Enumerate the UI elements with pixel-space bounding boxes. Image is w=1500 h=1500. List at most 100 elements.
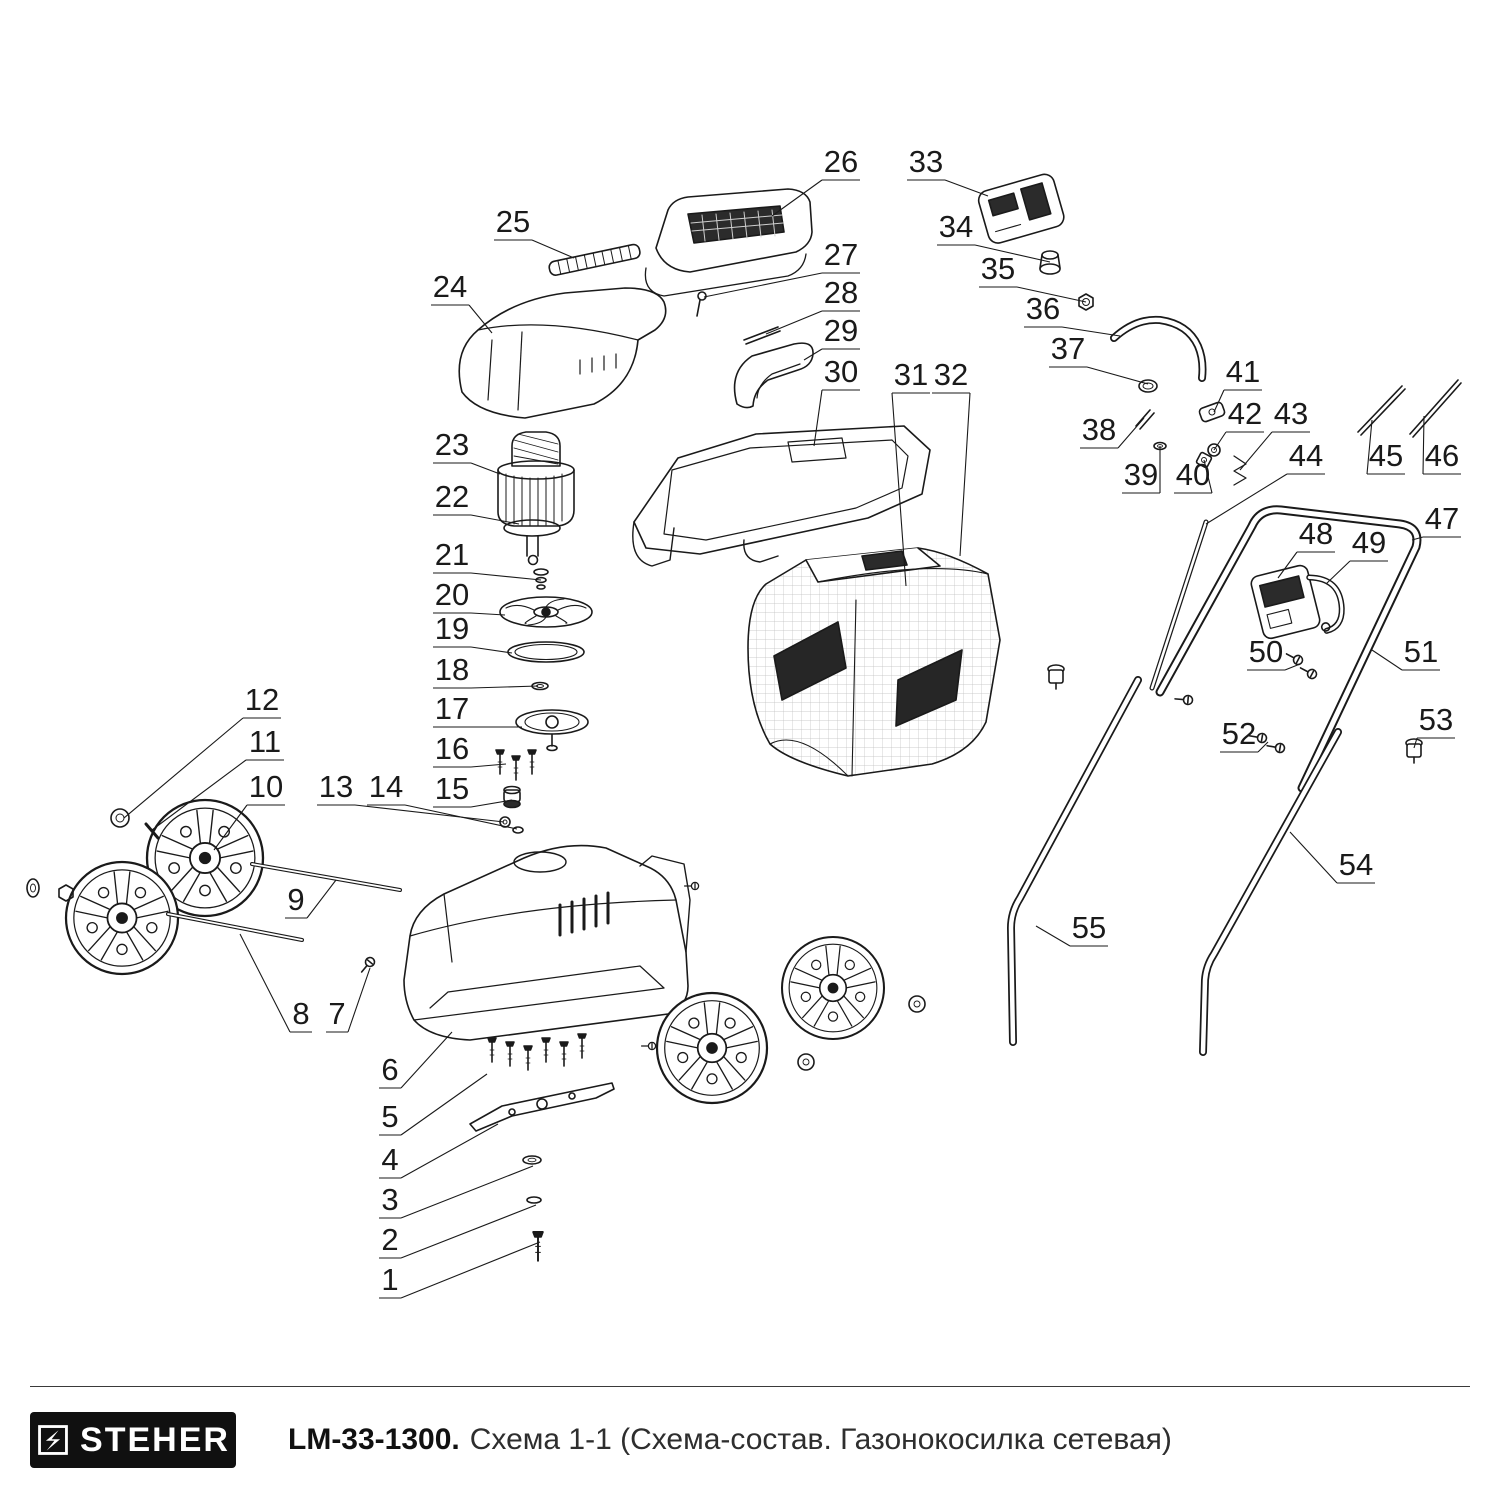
svg-text:51: 51 [1404, 634, 1438, 669]
svg-text:45: 45 [1369, 438, 1403, 473]
part-washer-42 [1207, 443, 1221, 457]
footer-divider [30, 1386, 1470, 1387]
svg-text:18: 18 [435, 652, 469, 687]
svg-text:1: 1 [381, 1262, 398, 1297]
part-label-29: 29 [803, 313, 860, 361]
part-label-15: 15 [433, 771, 513, 808]
svg-text:24: 24 [433, 269, 467, 304]
part-cable-bend [1110, 315, 1207, 382]
part-ring-19 [507, 641, 585, 663]
steher-logo: STEHER [30, 1412, 236, 1468]
svg-text:15: 15 [435, 771, 469, 806]
svg-text:10: 10 [249, 769, 283, 804]
part-bolt-16a [495, 749, 505, 775]
part-deck [403, 844, 691, 1041]
part-screw-50b [1297, 663, 1319, 681]
diagram-caption: LM-33-1300.Схема 1-1 (Схема-состав. Газо… [288, 1423, 1172, 1457]
part-impeller [499, 596, 593, 628]
svg-text:34: 34 [939, 209, 973, 244]
part-label-28: 28 [765, 275, 860, 335]
part-cable-nut [1078, 293, 1094, 311]
part-nut-40 [1195, 451, 1213, 469]
part-label-1: 1 [379, 1241, 541, 1299]
svg-text:23: 23 [435, 427, 469, 462]
svg-text:36: 36 [1026, 291, 1060, 326]
part-washer-3 [522, 1155, 542, 1165]
part-label-25: 25 [494, 204, 575, 259]
svg-text:44: 44 [1289, 438, 1323, 473]
part-label-45: 45 [1366, 419, 1405, 475]
svg-text:19: 19 [435, 611, 469, 646]
part-label-44: 44 [1205, 438, 1325, 525]
part-label-50: 50 [1247, 634, 1301, 671]
part-knob-left [1047, 664, 1065, 690]
part-label-38: 38 [1080, 412, 1145, 449]
part-label-32: 32 [932, 357, 971, 557]
part-start-lever [1250, 564, 1345, 640]
part-carry-handle [733, 342, 814, 409]
svg-text:25: 25 [496, 204, 530, 239]
part-motor [497, 431, 575, 566]
svg-text:35: 35 [981, 251, 1015, 286]
part-wheel-left-front [64, 860, 180, 976]
part-screw-27 [696, 291, 707, 317]
part-screw-center [640, 1041, 657, 1051]
part-knob-53 [1405, 738, 1423, 764]
part-lower-tube-left [1007, 676, 1142, 1046]
svg-text:2: 2 [381, 1222, 398, 1257]
part-label-41: 41 [1213, 354, 1262, 413]
part-screw-handle [1173, 693, 1194, 706]
part-bolt-16b [511, 755, 521, 781]
part-hub [515, 709, 589, 752]
svg-text:32: 32 [934, 357, 968, 392]
svg-text:20: 20 [435, 577, 469, 612]
part-washer-2 [526, 1196, 542, 1204]
part-label-40: 40 [1174, 457, 1213, 494]
svg-text:13: 13 [319, 769, 353, 804]
svg-text:5: 5 [381, 1099, 398, 1134]
part-label-12: 12 [123, 682, 281, 819]
part-label-17: 17 [433, 691, 522, 728]
part-rear-cover [458, 287, 667, 419]
part-label-53: 53 [1413, 702, 1455, 749]
part-cap-15 [503, 785, 521, 809]
part-label-19: 19 [433, 611, 513, 654]
part-label-24: 24 [431, 269, 493, 334]
part-label-6: 6 [379, 1031, 453, 1089]
part-rod-46 [1409, 379, 1462, 438]
part-spring-43 [1233, 455, 1247, 486]
model-number: LM-33-1300. [288, 1423, 460, 1456]
part-axle-9 [250, 862, 402, 892]
svg-text:27: 27 [824, 237, 858, 272]
part-label-16: 16 [433, 731, 507, 768]
svg-text:4: 4 [381, 1142, 398, 1177]
svg-text:21: 21 [435, 537, 469, 572]
svg-text:39: 39 [1124, 457, 1158, 492]
exploded-view-drawing: 1234567891011121314151617181920212223242… [26, 144, 1462, 1299]
part-label-37: 37 [1049, 331, 1149, 385]
part-bolt-1 [532, 1231, 544, 1262]
svg-text:12: 12 [245, 682, 279, 717]
part-axle-washer-left [26, 878, 40, 898]
svg-text:26: 26 [824, 144, 858, 179]
svg-text:42: 42 [1228, 396, 1262, 431]
svg-text:43: 43 [1274, 396, 1308, 431]
part-vent-strip [548, 243, 641, 276]
part-wheel-center-left [655, 991, 769, 1105]
part-screw-7 [357, 954, 378, 976]
svg-text:30: 30 [824, 354, 858, 389]
part-label-7: 7 [326, 967, 371, 1033]
part-washer-14 [512, 826, 524, 834]
part-label-39: 39 [1122, 446, 1161, 494]
part-label-5: 5 [379, 1073, 488, 1136]
part-washer-center-a [797, 1053, 815, 1071]
part-label-2: 2 [379, 1204, 537, 1259]
part-switch-box [977, 173, 1065, 244]
part-axle-8 [166, 912, 304, 942]
part-label-30: 30 [813, 354, 860, 447]
svg-text:40: 40 [1176, 457, 1210, 492]
part-mid-cover [632, 425, 931, 567]
part-label-55: 55 [1035, 910, 1108, 947]
